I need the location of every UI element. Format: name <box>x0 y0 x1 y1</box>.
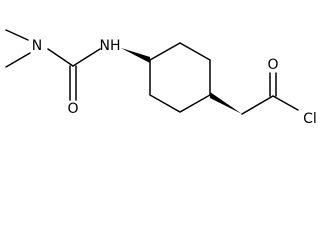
atom-label-carbonyl-oxygen: O <box>67 101 78 117</box>
molecule-structure: N O NH O Cl <box>5 29 317 127</box>
bond-n-carbonyl <box>47 48 74 67</box>
wedge-bond-nh-ring <box>121 48 150 63</box>
wedge-bond-ring-ch2 <box>210 92 242 114</box>
bond-acyl-cl <box>272 95 299 111</box>
atom-label-chlorine: Cl <box>303 111 317 127</box>
cyclohexane-ring <box>149 42 211 113</box>
bond-carbonyl-nh <box>72 48 101 67</box>
bond-methyl-lower <box>5 52 31 68</box>
bond-ch2-acyl <box>241 95 274 115</box>
bond-methyl-upper <box>5 29 29 41</box>
atom-label-acyl-oxygen: O <box>267 57 278 73</box>
atom-label-n-dimethyl: N <box>32 38 42 54</box>
atom-label-nh: NH <box>100 38 121 54</box>
